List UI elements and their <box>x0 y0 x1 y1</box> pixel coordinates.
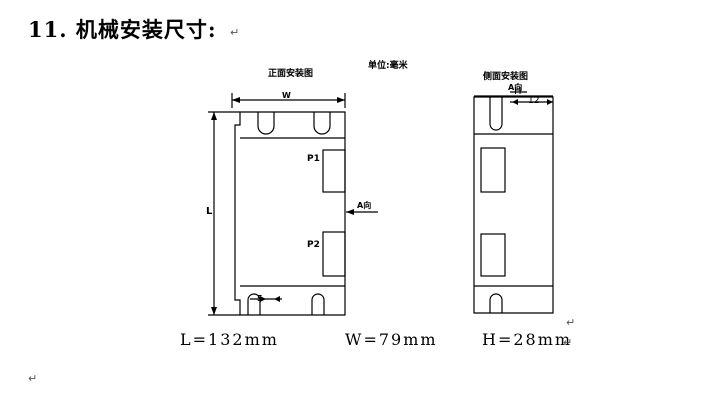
side-view-outline <box>473 96 554 314</box>
front-p1-label: P1 <box>307 154 320 164</box>
dimension-h: H=28mm <box>482 330 573 349</box>
side-a-direction-label: A向 <box>508 83 523 92</box>
paragraph-mark: ↵ <box>28 372 38 385</box>
front-w-label: W <box>282 91 291 100</box>
side-bottom-slot <box>489 293 503 313</box>
front-5-label: 5 <box>257 294 263 303</box>
front-p2-label: P2 <box>307 240 320 250</box>
dimension-w: W=79mm <box>345 330 438 349</box>
side-12-label: 12 <box>528 96 540 106</box>
front-p2-box <box>322 231 346 277</box>
paragraph-mark: ↵ <box>566 316 576 329</box>
side-view-title: 侧面安装图 <box>483 72 529 82</box>
side-window-top <box>480 147 506 193</box>
unit-note: 单位:毫米 <box>368 61 408 71</box>
section-heading: 11. 机械安装尺寸: <box>28 17 217 42</box>
side-h-label: H <box>514 86 522 97</box>
front-top-slot-right <box>313 112 331 135</box>
front-p1-box <box>322 149 346 193</box>
front-view-title: 正面安装图 <box>268 69 314 79</box>
side-top-slot <box>489 97 503 131</box>
side-window-bottom <box>480 233 506 277</box>
paragraph-mark: ↵ <box>230 26 240 39</box>
front-view-outline <box>234 111 346 316</box>
front-bottom-slot-right <box>311 293 325 315</box>
front-l-label: L <box>206 206 213 217</box>
front-top-slot-left <box>257 112 275 135</box>
front-a-direction-label: A向 <box>357 201 372 210</box>
paragraph-mark: ↵ <box>563 336 573 349</box>
dimension-l: L=132mm <box>180 330 279 349</box>
